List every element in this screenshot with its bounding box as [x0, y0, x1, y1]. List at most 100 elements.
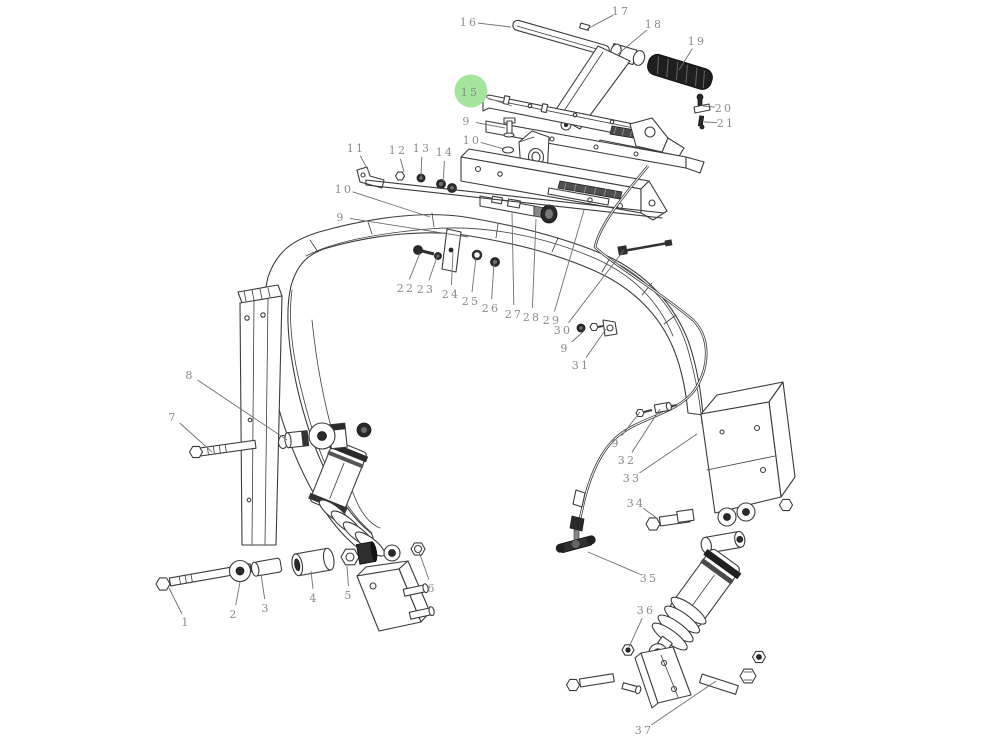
bushing-5 [340, 541, 378, 566]
part-callout-10: 10 [335, 183, 353, 196]
pivot-ears [717, 502, 756, 527]
nut-14 [436, 179, 457, 193]
fastener-row [413, 228, 673, 273]
part-callout-13: 13 [413, 142, 431, 155]
lower-mount-bracket [356, 560, 435, 632]
part-callout-4: 4 [309, 592, 318, 605]
part-callout-9: 9 [462, 115, 471, 128]
washer-2 [228, 559, 252, 583]
part-callout-8: 8 [185, 369, 194, 382]
part-callout-26: 26 [482, 302, 500, 315]
bolt-9-mid [589, 322, 604, 332]
leader-line-24 [450, 251, 454, 286]
mount-bolt-9 [503, 117, 516, 138]
part-callout-31: 31 [572, 359, 590, 372]
part-callout-20: 20 [715, 102, 733, 115]
right-shock-spring [651, 596, 707, 651]
arch-frame-tube [263, 212, 704, 549]
bushing-4 [291, 547, 335, 577]
nut-36 [621, 644, 635, 656]
leader-line-19 [678, 48, 693, 71]
part-callout-9: 9 [336, 211, 345, 224]
cable-end-fitting [555, 489, 596, 553]
part-callout-29: 29 [543, 314, 561, 327]
leader-line-32 [631, 408, 661, 453]
part-callout-25: 25 [462, 295, 480, 308]
part-callout-21: 21 [717, 117, 735, 130]
leader-line-20 [702, 105, 716, 108]
bushing-8 [284, 430, 310, 449]
bolt-9-right [635, 408, 653, 418]
bottom-hardware-row [155, 541, 435, 632]
part-callout-7: 7 [168, 411, 177, 424]
mounting-bracket-assembly [356, 117, 668, 224]
leader-line-22 [408, 252, 421, 280]
leader-line-33 [639, 433, 698, 474]
nut-right [751, 650, 767, 664]
leader-line-11 [359, 155, 370, 173]
leader-line-9 [475, 122, 506, 129]
leader-line-10 [480, 141, 505, 150]
part-callout-3: 3 [261, 602, 270, 615]
mounting-rail [460, 148, 668, 221]
part-callout-2: 2 [229, 608, 238, 621]
clamp-31 [602, 319, 618, 337]
part-callout-32: 32 [618, 454, 636, 467]
leader-line-16 [477, 22, 512, 28]
roller-knob [533, 204, 558, 224]
clamp-bolt-20 [693, 93, 711, 114]
nut-6 [410, 542, 426, 556]
nut-13 [416, 173, 426, 183]
part-callout-1: 1 [181, 616, 190, 629]
part-callout-24: 24 [442, 288, 460, 301]
pivot-bolt-34 [645, 508, 695, 531]
part-callout-14: 14 [436, 146, 454, 159]
washer-10 [501, 146, 515, 154]
leader-line-6 [418, 551, 430, 580]
part-callout-23: 23 [417, 283, 435, 296]
part-callout-27: 27 [505, 308, 523, 321]
leader-line-26 [491, 262, 495, 300]
leader-line-14 [442, 160, 445, 184]
lock-nut [356, 422, 372, 438]
leader-line-35 [587, 551, 641, 575]
part-callout-12: 12 [389, 144, 407, 157]
part-callout-34: 34 [627, 497, 645, 510]
part-callout-9: 9 [611, 437, 620, 450]
washer-25 [471, 249, 483, 261]
leader-line-25 [471, 256, 477, 293]
part-callout-11: 11 [347, 142, 365, 155]
leader-line-13 [420, 156, 423, 178]
bolt-32 [653, 401, 677, 414]
highlight-circle-part-15[interactable] [454, 74, 488, 108]
leader-line-18 [616, 29, 648, 56]
shock-eye [308, 422, 348, 450]
leader-line-8 [197, 379, 288, 441]
leader-line-30 [568, 249, 625, 324]
pivot-bushing [700, 530, 746, 554]
leader-line-31 [585, 328, 607, 358]
leader-line-5 [346, 565, 349, 587]
leader-line-17 [586, 14, 614, 30]
mount-bolt-7 [188, 439, 257, 459]
lever-pin-17 [579, 22, 591, 31]
part-callout-22: 22 [397, 282, 415, 295]
part-callout-18: 18 [645, 18, 663, 31]
leader-line-3 [260, 573, 266, 600]
leader-line-21 [703, 121, 718, 124]
leader-line-9 [621, 411, 641, 437]
pin-21 [697, 115, 705, 130]
part-callout-6: 6 [427, 582, 436, 595]
shock-top-mount [188, 422, 372, 459]
leader-line-29 [554, 209, 585, 312]
washer-30 [576, 323, 586, 333]
part-callout-15: 15 [461, 86, 479, 99]
bolt-12 [394, 171, 406, 181]
part-callout-5: 5 [344, 589, 353, 602]
leader-line-27 [511, 212, 515, 306]
part-callout-33: 33 [623, 472, 641, 485]
tube-seam-marks [309, 212, 677, 325]
